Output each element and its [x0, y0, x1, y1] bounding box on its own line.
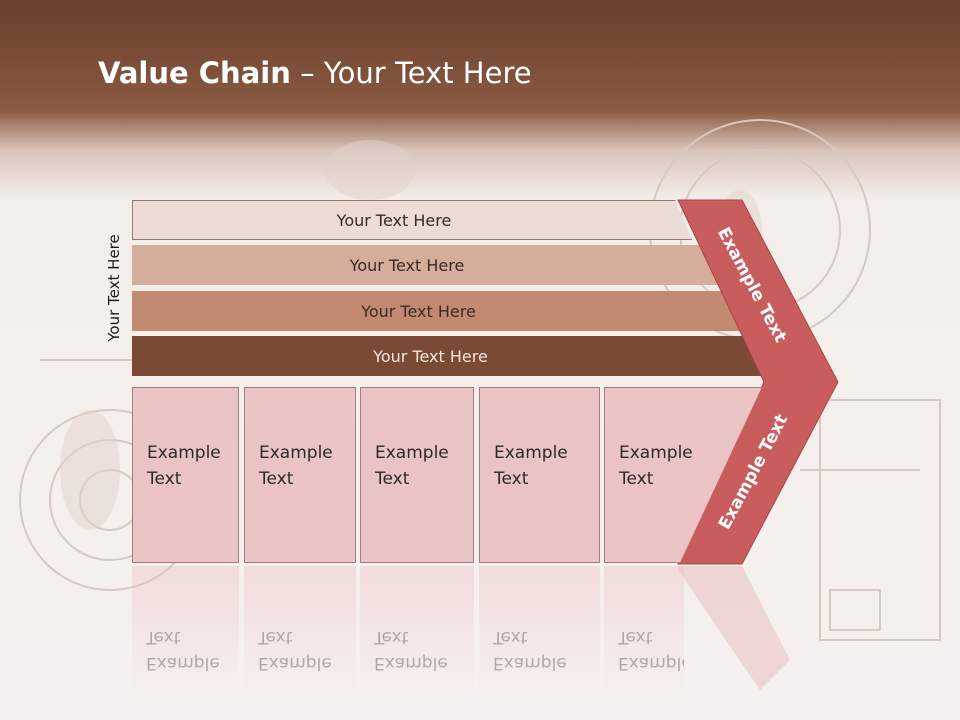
box-2-line2: Text [259, 469, 294, 489]
stripe-3: Your Text Here [132, 291, 741, 331]
stripe-4-label: Your Text Here [373, 346, 488, 366]
example-box-3: Example Text [360, 387, 474, 563]
box-4-line2: Text [494, 469, 529, 489]
box-1-line2: Text [147, 469, 182, 489]
stripe-1: Your Text Here [132, 200, 692, 240]
stripe-3-label: Your Text Here [361, 301, 476, 321]
stripe-2: Your Text Here [132, 245, 718, 285]
box-3-line1: Example [375, 443, 449, 463]
box-3-line2: Text [375, 469, 410, 489]
box-1-line1: Example [147, 443, 221, 463]
box-2-line1: Example [259, 443, 333, 463]
box-5-line1: Example [619, 443, 693, 463]
example-box-2: Example Text [244, 387, 356, 563]
example-box-4: Example Text [479, 387, 600, 563]
box-4-line1: Example [494, 443, 568, 463]
box-5-line2: Text [619, 469, 654, 489]
title-rest: – Your Text Here [290, 56, 532, 90]
stripe-1-label: Your Text Here [336, 210, 452, 230]
example-box-1: Example Text [132, 387, 239, 563]
stripe-2-label: Your Text Here [349, 255, 465, 275]
stripe-4: Your Text Here [132, 336, 765, 376]
title-bold: Value Chain [98, 56, 291, 90]
page-title: Value Chain – Your Text Here [98, 56, 532, 90]
